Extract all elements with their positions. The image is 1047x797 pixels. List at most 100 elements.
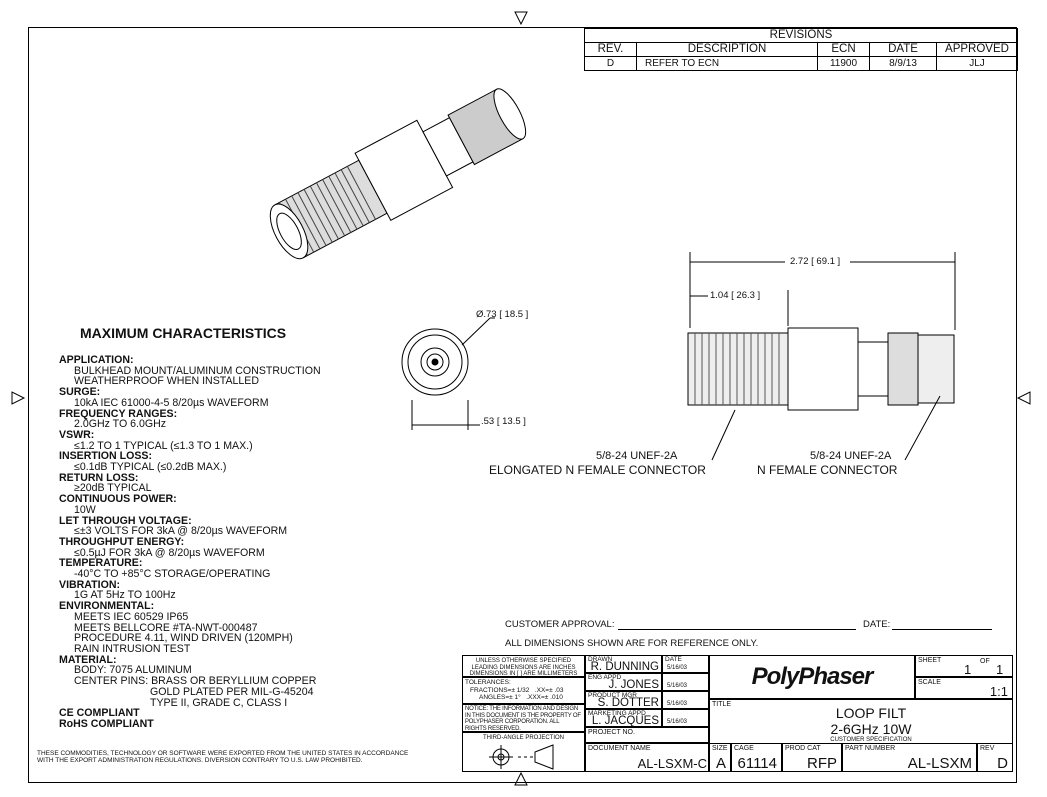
signoff-name: S. DOTTER bbox=[597, 697, 659, 709]
signoff-date-0: DATE 5/16/03 bbox=[662, 655, 709, 673]
center-mark-left bbox=[11, 391, 26, 405]
characteristic-value: GOLD PLATED PER MIL-G-45204 bbox=[150, 685, 314, 698]
characteristic-value: MEETS BELLCORE #TA-NWT-000487 bbox=[74, 621, 258, 634]
signoff-date-1: 5/16/03 bbox=[662, 673, 709, 691]
characteristics-list: APPLICATION:BULKHEAD MOUNT/ALUMINUM CONS… bbox=[59, 355, 321, 730]
characteristic-label: RoHS COMPLIANT bbox=[59, 717, 154, 730]
signoff-date-3: 5/16/03 bbox=[662, 709, 709, 727]
characteristic-label: THROUGHPUT ENERGY: bbox=[59, 535, 185, 548]
characteristics-title: MAXIMUM CHARACTERISTICS bbox=[80, 325, 287, 341]
signoff-role: PRODUCT MGR bbox=[588, 692, 637, 699]
customer-approval-line[interactable] bbox=[618, 629, 856, 630]
characteristic-value: BULKHEAD MOUNT/ALUMINUM CONSTRUCTION bbox=[74, 364, 321, 377]
signoff-date: 5/16/03 bbox=[667, 719, 688, 725]
revisions-title: REVISIONS bbox=[584, 28, 1018, 43]
signoff-role: ENG APPD bbox=[588, 674, 622, 681]
signoff-date-2: 5/16/03 bbox=[662, 691, 709, 709]
approved-header: APPROVED bbox=[936, 42, 1018, 57]
signoff-name: J. JONES bbox=[608, 679, 659, 691]
desc-header: DESCRIPTION bbox=[636, 42, 818, 57]
notice: NOTICE: THE INFORMATION AND DESIGN IN TH… bbox=[462, 704, 585, 732]
signoff-date: 5/16/03 bbox=[667, 683, 688, 689]
characteristic-label: MATERIAL: bbox=[59, 653, 117, 666]
dim-overall: 2.72 [ 69.1 ] bbox=[790, 256, 841, 267]
characteristic-value: CENTER PINS: BRASS OR BERYLLIUM COPPER bbox=[74, 675, 317, 688]
date-label: DATE: bbox=[863, 619, 891, 630]
polyphaser-logo: PolyPhaser bbox=[709, 655, 915, 699]
approval-date-line[interactable] bbox=[892, 629, 992, 630]
characteristic-value: 1G AT 5Hz TO 100Hz bbox=[74, 589, 176, 602]
signoff-date: 5/16/03 bbox=[667, 701, 688, 707]
drawing-border bbox=[28, 27, 1017, 783]
right-thread-callout: 5/8-24 UNEF-2A bbox=[810, 450, 892, 462]
isometric-connector-view bbox=[269, 88, 527, 260]
characteristic-label: ENVIRONMENTAL: bbox=[59, 600, 155, 613]
right-connector-callout: N FEMALE CONNECTOR bbox=[757, 463, 898, 477]
characteristic-label: SURGE: bbox=[59, 386, 101, 399]
characteristic-value: BODY: 7075 ALUMINUM bbox=[74, 664, 192, 677]
characteristic-value: RAIN INTRUSION TEST bbox=[74, 642, 191, 655]
characteristic-label: TEMPERATURE: bbox=[59, 557, 143, 570]
signoff-name: L. JACQUES bbox=[591, 715, 659, 727]
customer-approval-label: CUSTOMER APPROVAL: bbox=[505, 619, 615, 630]
front-view bbox=[401, 317, 495, 430]
center-mark-top bbox=[514, 11, 528, 26]
side-view bbox=[687, 252, 956, 461]
characteristic-value: ≥20dB TYPICAL bbox=[74, 482, 152, 495]
characteristic-label: LET THROUGH VOLTAGE: bbox=[59, 514, 192, 527]
projection-box: THIRD-ANGLE PROJECTION bbox=[462, 732, 585, 772]
dim-diameter: Ø.73 [ 18.5 ] bbox=[476, 309, 529, 320]
characteristic-label: RETURN LOSS: bbox=[59, 471, 139, 484]
characteristic-value: -40°C TO +85°C STORAGE/OPERATING bbox=[74, 568, 271, 581]
signoff-role: DRAWN bbox=[588, 656, 613, 663]
export-notice: THESE COMMODITIES, TECHNOLOGY OR SOFTWAR… bbox=[37, 750, 409, 764]
project-no: PROJECT NO. bbox=[585, 727, 709, 743]
characteristic-value: ≤0.1dB TYPICAL (≤0.2dB MAX.) bbox=[74, 461, 227, 474]
characteristic-value: 2.0GHz TO 6.0GHz bbox=[74, 418, 167, 431]
reference-note: ALL DIMENSIONS SHOWN ARE FOR REFERENCE O… bbox=[505, 638, 759, 649]
characteristic-label: VIBRATION: bbox=[59, 578, 121, 591]
characteristic-value: ≤0.5µJ FOR 3kA @ 8/20µs WAVEFORM bbox=[74, 546, 265, 559]
characteristic-label: CE COMPLIANT bbox=[59, 707, 140, 720]
date-column-label: DATE bbox=[665, 656, 682, 663]
left-connector-callout: ELONGATED N FEMALE CONNECTOR bbox=[489, 463, 706, 477]
signoff-date: 5/16/03 bbox=[667, 665, 688, 671]
characteristic-value: ≤±3 VOLTS FOR 3kA @ 8/20µs WAVEFORM bbox=[74, 525, 288, 538]
characteristic-label: FREQUENCY RANGES: bbox=[59, 407, 178, 420]
left-thread-callout: 5/8-24 UNEF-2A bbox=[596, 450, 678, 462]
ecn-header: ECN bbox=[817, 42, 870, 57]
center-mark-right bbox=[1016, 391, 1031, 405]
third-angle-projection-icon bbox=[489, 743, 554, 770]
characteristic-value: WEATHERPROOF WHEN INSTALLED bbox=[74, 375, 260, 388]
rev-header: REV. bbox=[584, 42, 637, 57]
dim-depth: .53 [ 13.5 ] bbox=[481, 416, 526, 427]
date-header: DATE bbox=[869, 42, 937, 57]
signoff-role: MARKETING APPD bbox=[588, 710, 646, 717]
characteristic-label: INSERTION LOSS: bbox=[59, 450, 152, 463]
center-mark-bottom bbox=[514, 771, 528, 786]
dim-body: 1.04 [ 26.3 ] bbox=[710, 290, 761, 301]
characteristic-value: ≤1.2 TO 1 TYPICAL (≤1.3 TO 1 MAX.) bbox=[74, 439, 253, 452]
characteristic-label: APPLICATION: bbox=[59, 354, 134, 366]
characteristic-value: TYPE II, GRADE C, CLASS I bbox=[150, 696, 288, 709]
signoff-name: R. DUNNING bbox=[590, 661, 659, 673]
characteristic-value: MEETS IEC 60529 IP65 bbox=[74, 610, 189, 623]
characteristic-label: VSWR: bbox=[59, 428, 95, 441]
characteristic-value: PROCEDURE 4.11, WIND DRIVEN (120MPH) bbox=[74, 632, 293, 645]
